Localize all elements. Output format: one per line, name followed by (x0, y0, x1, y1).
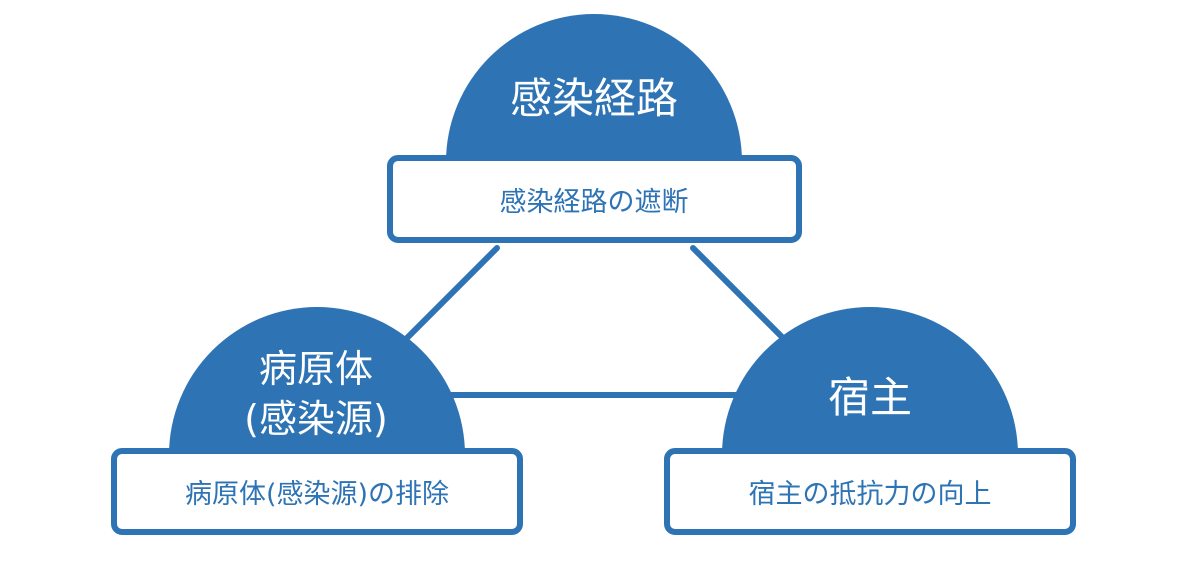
node-host: 宿主 宿主の抵抗力の向上 (664, 307, 1076, 535)
connector-route-pathogen (397, 245, 500, 348)
node-pathogen: 病原体 (感染源) 病原体(感染源)の排除 (111, 307, 523, 535)
node-host-measure: 宿主の抵抗力の向上 (749, 479, 992, 510)
node-pathogen-box (111, 448, 523, 535)
connector-route-host (690, 245, 788, 343)
node-infection-route: 感染経路 感染経路の遮断 (387, 14, 802, 243)
node-infection-route-title: 感染経路 (510, 74, 678, 123)
node-pathogen-measure: 病原体(感染源)の排除 (185, 479, 449, 510)
node-pathogen-title-line1: 病原体 (259, 347, 373, 391)
node-infection-route-box (387, 155, 802, 243)
node-pathogen-dome (169, 307, 465, 455)
node-host-box (664, 448, 1076, 535)
node-host-title: 宿主 (828, 373, 912, 422)
node-infection-route-dome (446, 14, 742, 162)
node-host-dome (722, 307, 1018, 455)
node-infection-route-measure: 感染経路の遮断 (500, 187, 689, 218)
node-pathogen-title-line2: (感染源) (244, 397, 388, 441)
